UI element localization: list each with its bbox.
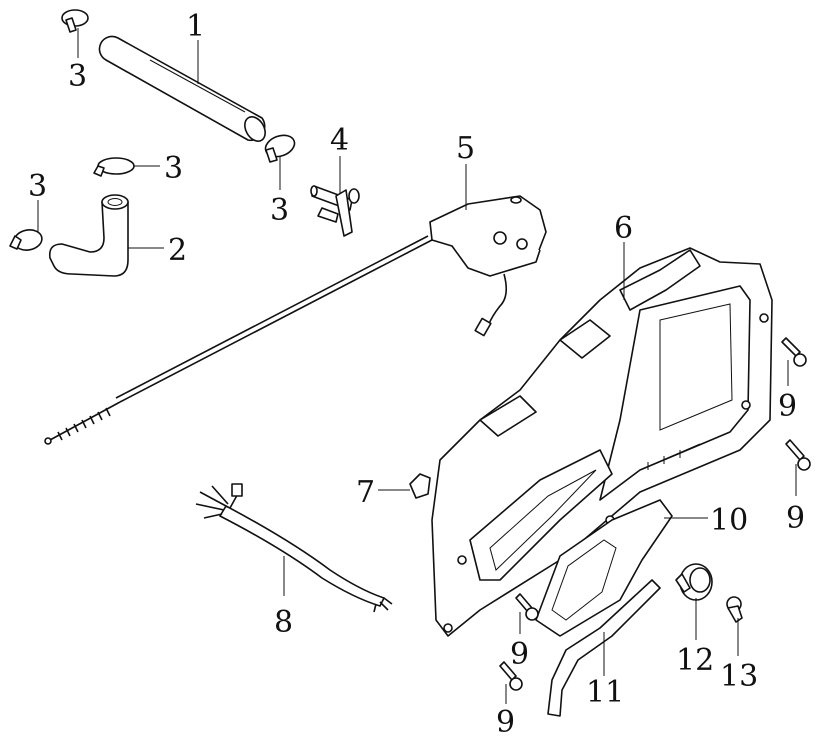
callout-9-b: 9 [786, 501, 805, 536]
part-3-clamp-top [61, 9, 89, 33]
callout-6: 6 [614, 211, 633, 246]
callout-10: 10 [710, 503, 748, 538]
callout-12: 12 [676, 643, 714, 678]
callout-3-middle: 3 [164, 151, 183, 186]
callout-11: 11 [586, 675, 624, 710]
callout-3-left: 3 [28, 169, 47, 204]
callout-9-a: 9 [778, 389, 797, 424]
part-2-elbow-hose [48, 194, 129, 277]
part-5-actuator-cable [44, 195, 547, 445]
callout-4: 4 [330, 123, 349, 158]
leader-lines [37, 28, 797, 704]
part-3-clamp-hose-end [264, 134, 296, 163]
part-8-wire-harness [195, 483, 393, 613]
callout-13: 13 [720, 659, 758, 694]
part-9-bolt-c [515, 593, 539, 621]
part-9-bolt-b [785, 439, 811, 471]
part-1-straight-hose [98, 35, 266, 142]
part-3-clamp-middle [93, 157, 135, 177]
callout-1: 1 [186, 9, 205, 44]
callout-9-d: 9 [496, 705, 515, 736]
part-13-screw [726, 596, 743, 623]
callout-3-hose-end: 3 [270, 193, 289, 228]
part-7-clip [409, 473, 431, 499]
part-9-bolt-a [781, 337, 807, 367]
part-4-t-fitting [310, 185, 360, 237]
part-9-bolt-d [499, 661, 523, 691]
callout-8: 8 [274, 605, 293, 640]
callout-5: 5 [456, 131, 475, 166]
callout-7: 7 [356, 475, 375, 510]
callout-2: 2 [168, 233, 187, 268]
callout-9-c: 9 [510, 637, 529, 672]
callout-3-top: 3 [68, 59, 87, 94]
part-6-housing-frame [431, 247, 773, 637]
part-11-strip [547, 579, 661, 717]
part-12-knob [675, 563, 713, 601]
part-3-clamp-left [9, 229, 43, 251]
part-10-gasket [535, 499, 673, 637]
